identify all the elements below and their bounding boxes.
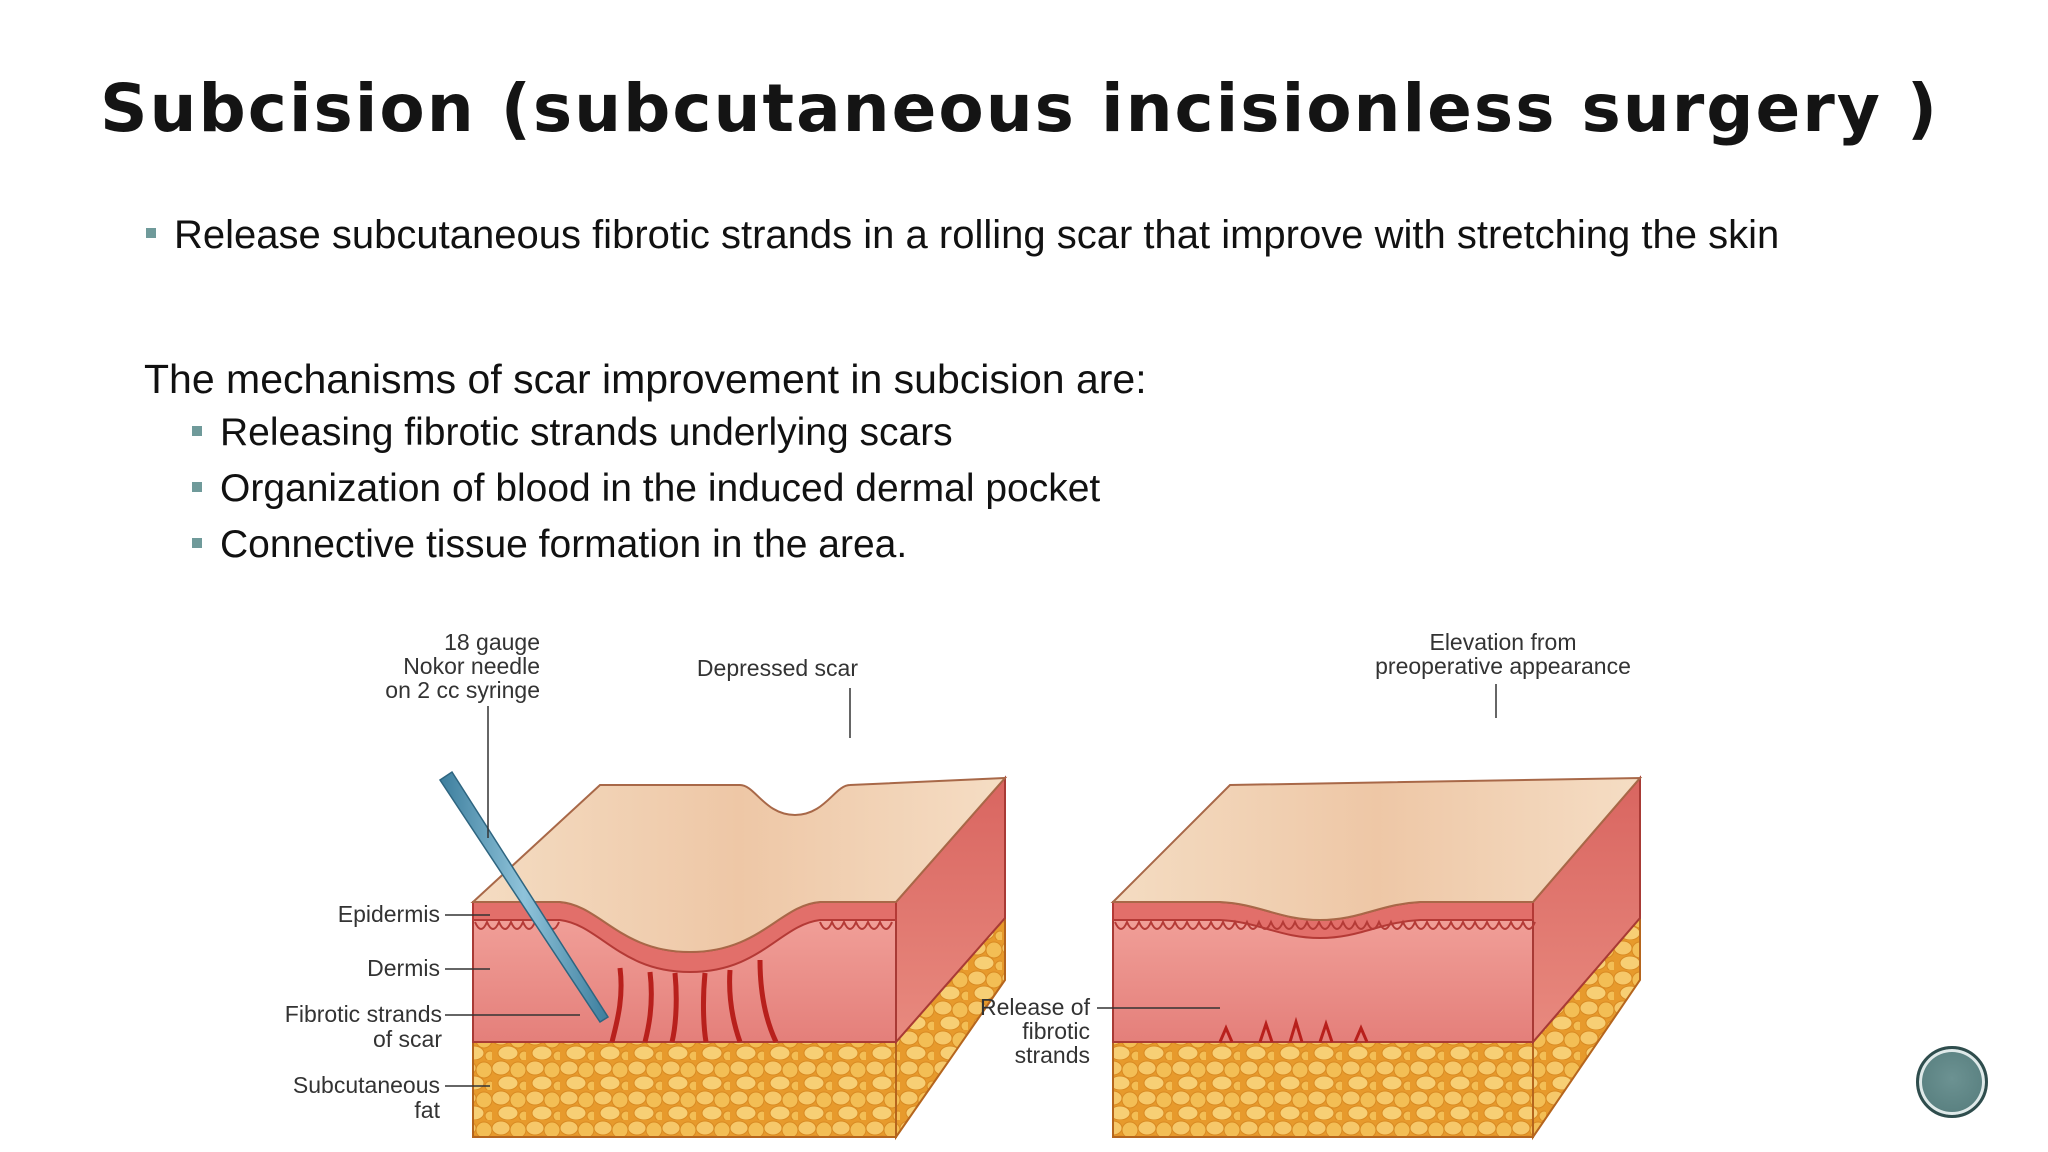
mechanisms-list: Releasing fibrotic strands underlying sc… <box>192 410 1100 578</box>
svg-text:Nokor needle: Nokor needle <box>403 653 540 679</box>
list-item: Connective tissue formation in the area. <box>192 522 1100 578</box>
svg-text:strands: strands <box>1015 1042 1090 1068</box>
fibrotic-strands <box>609 959 779 1044</box>
svg-text:Dermis: Dermis <box>367 955 440 981</box>
svg-text:on 2 cc syringe: on 2 cc syringe <box>385 677 540 703</box>
svg-text:preoperative appearance: preoperative appearance <box>1375 653 1631 679</box>
svg-text:Elevation from: Elevation from <box>1429 629 1576 655</box>
circle-nav-icon[interactable] <box>1916 1046 1988 1118</box>
right-labels: Elevation from preoperative appearance R… <box>980 629 1631 1068</box>
slide-title: Subcision (subcutaneous incisionless sur… <box>100 70 1940 147</box>
svg-text:18 gauge: 18 gauge <box>444 629 540 655</box>
svg-text:Epidermis: Epidermis <box>338 901 440 927</box>
needle-icon <box>438 770 610 1024</box>
bullet-square-icon <box>192 537 202 548</box>
left-skin-block <box>438 770 1008 1141</box>
list-item: Releasing fibrotic strands underlying sc… <box>192 410 1100 466</box>
subcision-illustration: 18 gauge Nokor needle on 2 cc syringe De… <box>220 580 1720 1152</box>
left-labels: 18 gauge Nokor needle on 2 cc syringe De… <box>285 629 859 1123</box>
main-bullet-text: Release subcutaneous fibrotic strands in… <box>174 213 1780 257</box>
svg-text:fat: fat <box>414 1097 440 1123</box>
main-bullet: Release subcutaneous fibrotic strands in… <box>146 213 1779 258</box>
mechanisms-heading: The mechanisms of scar improvement in su… <box>144 356 1147 402</box>
right-skin-block <box>1110 775 1643 1141</box>
svg-text:fibrotic: fibrotic <box>1022 1018 1090 1044</box>
bullet-square-icon <box>146 228 156 239</box>
svg-text:Fibrotic strands: Fibrotic strands <box>285 1001 442 1027</box>
bullet-square-icon <box>192 481 202 492</box>
svg-text:Depressed scar: Depressed scar <box>697 655 858 681</box>
bullet-square-icon <box>192 425 202 436</box>
list-item: Organization of blood in the induced der… <box>192 466 1100 522</box>
svg-text:of scar: of scar <box>373 1026 442 1052</box>
svg-text:Release of: Release of <box>980 994 1091 1020</box>
svg-text:Subcutaneous: Subcutaneous <box>293 1072 440 1098</box>
